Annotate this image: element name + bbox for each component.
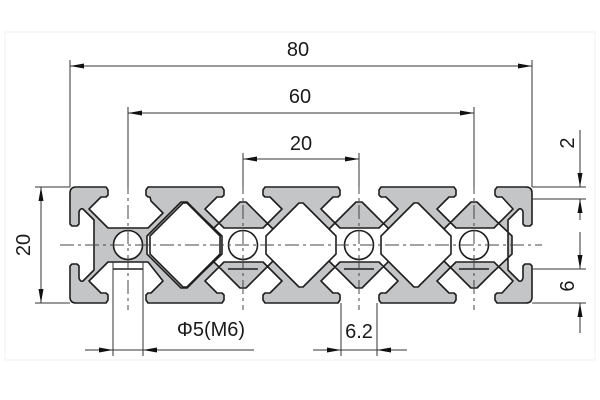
dimension-lip-thickness: 2 <box>532 130 586 220</box>
dimension-slot-width: 6.2 <box>313 303 407 356</box>
dimension-center-bore: Φ5(M6) <box>85 262 254 356</box>
dim-label-2: 2 <box>557 137 579 148</box>
dim-label-6-2: 6.2 <box>345 321 373 343</box>
dim-label-6: 6 <box>557 280 579 291</box>
dimension-hole-pitch: 20 <box>242 133 360 187</box>
dim-label-20-height: 20 <box>13 234 35 256</box>
center-lines <box>60 180 542 310</box>
dim-label-bore: Φ5(M6) <box>177 319 245 341</box>
dim-label-20-pitch: 20 <box>290 133 312 155</box>
dimension-height: 20 <box>13 186 70 304</box>
dimension-overall-width: 80 <box>69 39 533 187</box>
dimension-slot-opening: 6 <box>532 232 586 333</box>
dim-label-80: 80 <box>287 39 309 61</box>
dim-label-60: 60 <box>289 86 311 108</box>
dimension-hole-span: 60 <box>127 86 475 187</box>
drawing-frame <box>4 31 596 361</box>
